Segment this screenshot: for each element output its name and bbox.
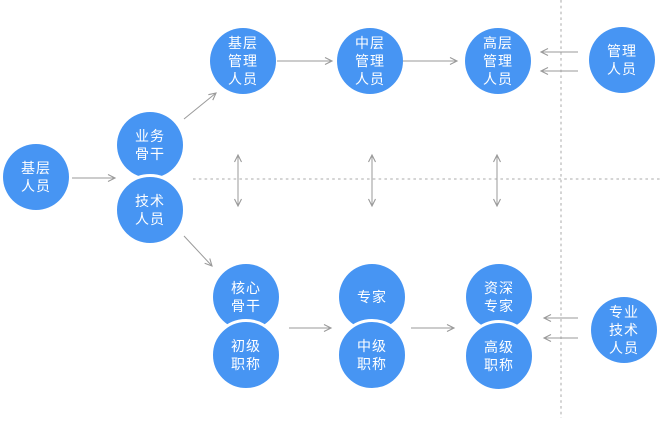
node-business-backbone: 业务 骨干 xyxy=(117,112,183,178)
node-junior-manager: 基层 管理 人员 xyxy=(210,28,276,94)
node-junior-title: 初级 职称 xyxy=(210,319,282,391)
node-senior-title: 高级 职称 xyxy=(463,320,535,392)
node-middle-manager: 中层 管理 人员 xyxy=(337,28,403,94)
arrow-backbone-to-junior-manager xyxy=(183,92,217,120)
node-intermediate-title: 中级 职称 xyxy=(336,319,408,391)
node-core-backbone: 核心 骨干 xyxy=(213,264,279,330)
node-expert: 专家 xyxy=(339,264,405,330)
node-grassroots-staff: 基层 人员 xyxy=(3,144,69,210)
node-senior-manager: 高层 管理 人员 xyxy=(465,28,531,94)
node-senior-expert: 资深 专家 xyxy=(466,264,532,330)
node-management-staff: 管理 人员 xyxy=(589,27,655,93)
node-professional-technical-staff: 专业 技术 人员 xyxy=(591,297,657,363)
node-technical-staff: 技术 人员 xyxy=(114,174,186,246)
arrow-technical-to-core-backbone xyxy=(183,235,213,267)
